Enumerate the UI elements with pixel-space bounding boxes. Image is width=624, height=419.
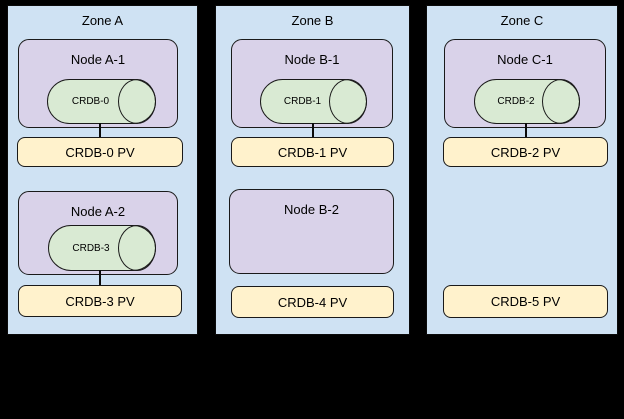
node-b-1: Node B-1 CRDB-1 bbox=[231, 39, 393, 128]
pv-label: CRDB-5 PV bbox=[490, 294, 561, 309]
pod-label: CRDB-0 bbox=[71, 96, 110, 107]
pv-crdb-2: CRDB-2 PV bbox=[443, 137, 608, 167]
pv-crdb-4: CRDB-4 PV bbox=[231, 286, 394, 318]
node-title: Node B-2 bbox=[284, 202, 339, 217]
zone-c: Zone C Node C-1 CRDB-2 CRDB-2 PV CRDB-5 … bbox=[426, 5, 618, 335]
node-title: Node C-1 bbox=[497, 52, 553, 67]
pv-crdb-0: CRDB-0 PV bbox=[17, 137, 183, 167]
pv-crdb-1: CRDB-1 PV bbox=[231, 137, 394, 167]
zone-b: Zone B Node B-1 CRDB-1 CRDB-1 PV Node B-… bbox=[215, 5, 410, 335]
pod-crdb-3: CRDB-3 bbox=[48, 225, 156, 271]
pod-crdb-2: CRDB-2 bbox=[474, 79, 580, 124]
pod-crdb-0: CRDB-0 bbox=[47, 79, 156, 124]
cylinder-end-cap bbox=[118, 225, 156, 271]
pv-label: CRDB-1 PV bbox=[277, 144, 348, 160]
connector-node-c1-to-pv bbox=[525, 123, 527, 137]
pv-label: CRDB-3 PV bbox=[65, 293, 135, 309]
connector-node-a1-to-pv bbox=[99, 123, 101, 137]
pv-label: CRDB-4 PV bbox=[277, 294, 348, 310]
node-a-2: Node A-2 CRDB-3 bbox=[18, 191, 178, 275]
pod-label: CRDB-2 bbox=[497, 96, 535, 107]
node-title: Node A-2 bbox=[70, 204, 126, 219]
connector-node-a2-to-pv bbox=[99, 270, 101, 285]
pv-crdb-3: CRDB-3 PV bbox=[18, 285, 182, 317]
pv-crdb-5: CRDB-5 PV bbox=[443, 285, 608, 318]
pv-label: CRDB-2 PV bbox=[490, 144, 561, 160]
node-a-1: Node A-1 CRDB-0 bbox=[18, 39, 178, 128]
cylinder-end-cap bbox=[329, 79, 367, 124]
zone-title: Zone C bbox=[500, 13, 544, 28]
pv-label: CRDB-0 PV bbox=[65, 144, 135, 160]
zone-a: Zone A Node A-1 CRDB-0 CRDB-0 PV Node A-… bbox=[7, 5, 198, 335]
connector-node-b1-to-pv bbox=[312, 123, 314, 137]
pod-label: CRDB-1 bbox=[283, 96, 322, 107]
pod-crdb-1: CRDB-1 bbox=[260, 79, 367, 124]
cylinder-end-cap bbox=[118, 79, 156, 124]
node-title: Node A-1 bbox=[70, 52, 126, 67]
cylinder-end-cap bbox=[542, 79, 580, 124]
zone-title: Zone B bbox=[291, 13, 334, 28]
node-c-1: Node C-1 CRDB-2 bbox=[444, 39, 606, 128]
zone-title: Zone A bbox=[81, 13, 124, 28]
node-b-2: Node B-2 bbox=[229, 189, 394, 274]
node-title: Node B-1 bbox=[284, 52, 340, 67]
pod-label: CRDB-3 bbox=[72, 242, 110, 254]
